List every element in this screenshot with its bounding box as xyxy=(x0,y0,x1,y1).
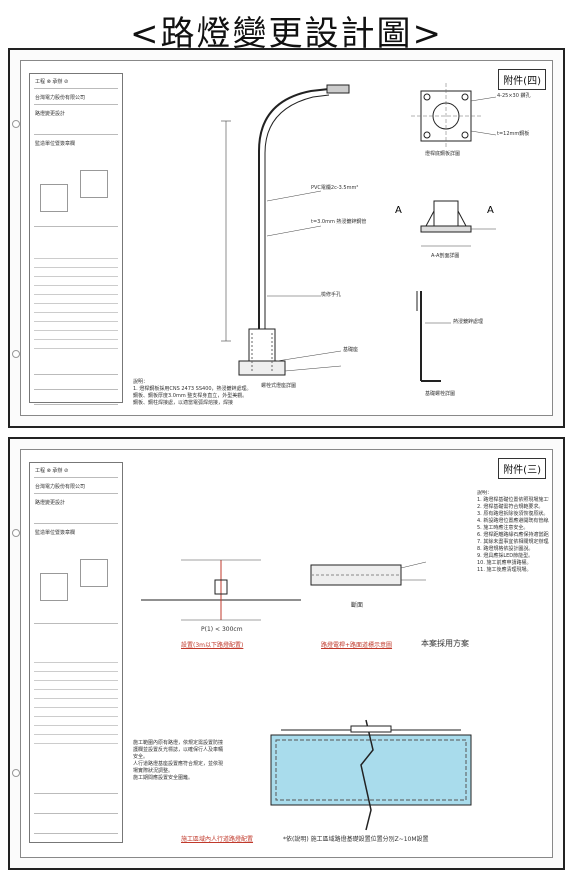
note-line: 護欄並設置反光標誌，以確保行人及車輛 xyxy=(133,747,224,753)
note-line: 1. 燈桿鋼板採用CNS 2473 SS400，熱浸鍍鋅處理。 xyxy=(133,386,252,392)
base-plate-title: 燈桿底鋼板詳圖 xyxy=(425,151,461,157)
note-line: 施工期間應設置安全圍籬。 xyxy=(133,775,194,781)
foundation-detail-title: 螺栓式燈座詳圖 xyxy=(261,383,297,389)
project-name: 路燈變更設計 xyxy=(35,111,66,117)
bottom-right-caption: *依(說明) 施工區域路燈基礎設置位置分別Z~10M設置 xyxy=(283,836,429,843)
note-line: 10. 施工前應申請路權。 xyxy=(477,560,532,566)
adopted-plan-label: 本案採用方案 xyxy=(421,639,469,648)
stamp-box xyxy=(80,170,108,198)
stamp-box xyxy=(40,184,68,212)
hand-hole-label: 檢修手孔 xyxy=(321,292,342,298)
binder-hole xyxy=(12,529,20,537)
company-name: 台灣電力股份有限公司 xyxy=(35,484,86,490)
approval-box-title: 監造單位暨簽章欄 xyxy=(35,141,76,147)
galvanize-label: 熱浸鍍鋅處理 xyxy=(453,319,484,325)
pvc-cable-label: PVC電纜2c-3.5mm² xyxy=(311,185,359,191)
bottom-notes-block: 施工範圍內原有路燈，依規定需設置防撞 護欄並設置反光標誌，以確保行人及車輛 安全… xyxy=(133,740,223,782)
title-block-header: 工程 ⊗ 承辦 ⊘ xyxy=(35,79,69,85)
note-line: 4. 新設路燈位置應避開既有管線。 xyxy=(477,518,549,524)
title-block-header: 工程 ⊗ 承辦 ⊘ xyxy=(35,468,69,474)
binder-hole xyxy=(12,769,20,777)
hole-spec-label: 4-25×30 鑽孔 xyxy=(497,93,531,99)
left-layout-caption: 設置(3m以下路燈配置) xyxy=(181,642,244,649)
binder-hole xyxy=(12,350,20,358)
stamp-box xyxy=(80,559,108,587)
pole-distance-label: P(1) < 300cm xyxy=(201,626,243,633)
project-name: 路燈變更設計 xyxy=(35,500,66,506)
approval-box-title: 監造單位暨簽章欄 xyxy=(35,530,76,536)
note-line: 鋼板、鋼板厚度3.0mm 整支桿身直立，外型美觀。 xyxy=(133,393,248,399)
drawing-frame: 工程 ⊗ 承辦 ⊘ 台灣電力股份有限公司 路燈變更設計 監造單位暨簽章欄 附件 xyxy=(20,449,553,858)
note-line: 說明： xyxy=(477,490,493,496)
note-line: 1. 路燈桿基礎位置依照現場施工需求辦理。 xyxy=(477,497,549,503)
section-title: A-A剖面詳圖 xyxy=(431,253,460,259)
note-line: 2. 燈桿基礎需符合規範要求。 xyxy=(477,504,544,510)
title-block-sidebar: 工程 ⊗ 承辦 ⊘ 台灣電力股份有限公司 路燈變更設計 監造單位暨簽章欄 xyxy=(29,462,123,843)
bolt-detail-title: 基礎螺栓詳圖 xyxy=(425,391,456,397)
annex-label: 附件(三) xyxy=(498,458,546,479)
middle-layout-caption: 路燈電桿+路面道標示意圖 xyxy=(321,642,393,649)
section-label: 斷面 xyxy=(351,602,364,609)
svg-text:A: A xyxy=(487,205,494,216)
company-name: 台灣電力股份有限公司 xyxy=(35,95,86,101)
note-line: 施工範圍內原有路燈，依規定需設置防撞 xyxy=(133,740,224,746)
note-line: 8. 路燈規格依設計圖說。 xyxy=(477,546,534,552)
drawing-sheet-street-light-pole: 工程 ⊗ 承辦 ⊘ 台灣電力股份有限公司 路燈變更設計 監造單位暨簽章欄 xyxy=(8,48,565,428)
steel-pipe-label: t=3.0mm 熱浸鍍鋅鋼管 xyxy=(311,219,367,225)
notes-block: 說明： 1. 燈桿鋼板採用CNS 2473 SS400，熱浸鍍鋅處理。 鋼板、鋼… xyxy=(133,379,252,407)
drawing-sheet-layout-plan: 工程 ⊗ 承辦 ⊘ 台灣電力股份有限公司 路燈變更設計 監造單位暨簽章欄 附件 xyxy=(8,437,565,870)
note-line: 說明： xyxy=(133,379,149,385)
right-notes-block: 說明： 1. 路燈桿基礎位置依照現場施工需求辦理。 2. 燈桿基礎需符合規範要求… xyxy=(477,490,549,574)
note-line: 場實際狀況調整。 xyxy=(133,768,174,774)
foundation-label: 基礎座 xyxy=(343,347,359,353)
layout-plan-drawing xyxy=(141,559,472,831)
note-line: 11. 施工後應清理現場。 xyxy=(477,567,532,573)
annex-label: 附件(四) xyxy=(498,69,546,90)
plate-spec-label: t=12mm鋼板 xyxy=(497,131,530,137)
note-line: 安全。 xyxy=(133,754,149,760)
note-line: 人行道路燈基座設置應符合規定，並依現 xyxy=(133,761,224,767)
drawing-frame: 工程 ⊗ 承辦 ⊘ 台灣電力股份有限公司 路燈變更設計 監造單位暨簽章欄 xyxy=(20,60,553,416)
note-line: 7. 其餘未盡事宜依相關規定辦理。 xyxy=(477,539,549,545)
note-line: 3. 原有路燈拆除後須恢復原狀。 xyxy=(477,511,549,517)
note-line: 6. 燈桿距離路緣石應保持適當距離。 xyxy=(477,532,549,538)
binder-hole xyxy=(12,120,20,128)
note-line: 鋼板、鋼柱焊接處，以適當電弧焊熔接，焊接 xyxy=(133,400,234,406)
note-line: 5. 施工時應注意安全。 xyxy=(477,525,529,531)
bottom-left-caption: 施工區域內人行道路燈配置 xyxy=(181,836,254,843)
stamp-box xyxy=(40,573,68,601)
svg-text:A: A xyxy=(395,205,402,216)
page-title: <路燈變更設計圖> xyxy=(130,14,443,54)
note-line: 9. 燈具應採LED節能型。 xyxy=(477,553,534,559)
title-block-sidebar: 工程 ⊗ 承辦 ⊘ 台灣電力股份有限公司 路燈變更設計 監造單位暨簽章欄 xyxy=(29,73,123,405)
street-light-pole-drawing: A A xyxy=(221,83,497,382)
